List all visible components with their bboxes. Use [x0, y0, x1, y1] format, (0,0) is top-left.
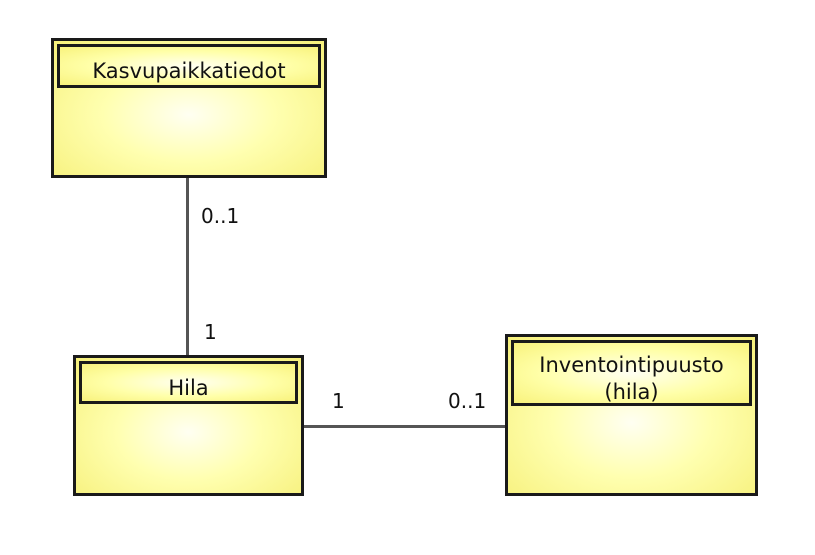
- association-hila-inventointipuusto: [304, 425, 505, 428]
- class-kasvupaikkatiedot[interactable]: Kasvupaikkatiedot: [51, 38, 327, 178]
- class-hila[interactable]: Hila: [73, 355, 304, 496]
- class-name-hila: Hila: [79, 361, 298, 404]
- multiplicity-hila-upper-end: 1: [204, 320, 217, 344]
- class-name-inventointipuusto: Inventointipuusto (hila): [511, 340, 752, 406]
- class-name-kasvupaikkatiedot: Kasvupaikkatiedot: [57, 44, 321, 88]
- multiplicity-hila-right-end: 1: [332, 389, 345, 413]
- association-kasvupaikkatiedot-hila: [186, 178, 189, 355]
- class-name-line2: (hila): [604, 380, 659, 404]
- class-inventointipuusto[interactable]: Inventointipuusto (hila): [505, 334, 758, 496]
- multiplicity-kasvupaikkatiedot-end: 0..1: [201, 204, 240, 228]
- class-name-line1: Inventointipuusto: [539, 353, 724, 377]
- multiplicity-inventointipuusto-end: 0..1: [448, 389, 487, 413]
